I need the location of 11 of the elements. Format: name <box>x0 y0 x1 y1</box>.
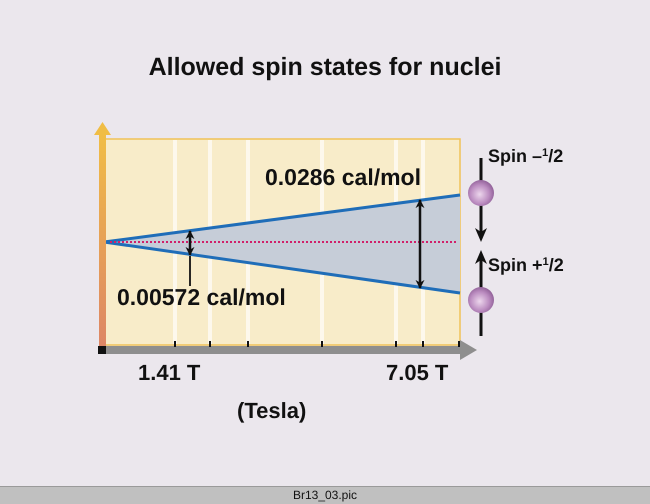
axis-tick-label: 1.41 T <box>138 362 200 384</box>
axis-tick-label: 7.05 T <box>386 362 448 384</box>
file-name-caption: Br13_03.pic <box>292 489 358 502</box>
diagram-title: Allowed spin states for nuclei <box>148 55 502 80</box>
leader-line <box>189 256 191 286</box>
dimension-line <box>184 230 196 256</box>
spin-state-label: Spin +$^{1}$/2 <box>488 256 564 274</box>
spin-state-label: Spin –$^{1}$/2 <box>488 147 564 165</box>
energy-gap-label: 0.0286 cal/mol <box>265 166 421 189</box>
axis-title: (Tesla) <box>237 400 306 422</box>
energy-gap-label: 0.00572 cal/mol <box>117 286 286 309</box>
